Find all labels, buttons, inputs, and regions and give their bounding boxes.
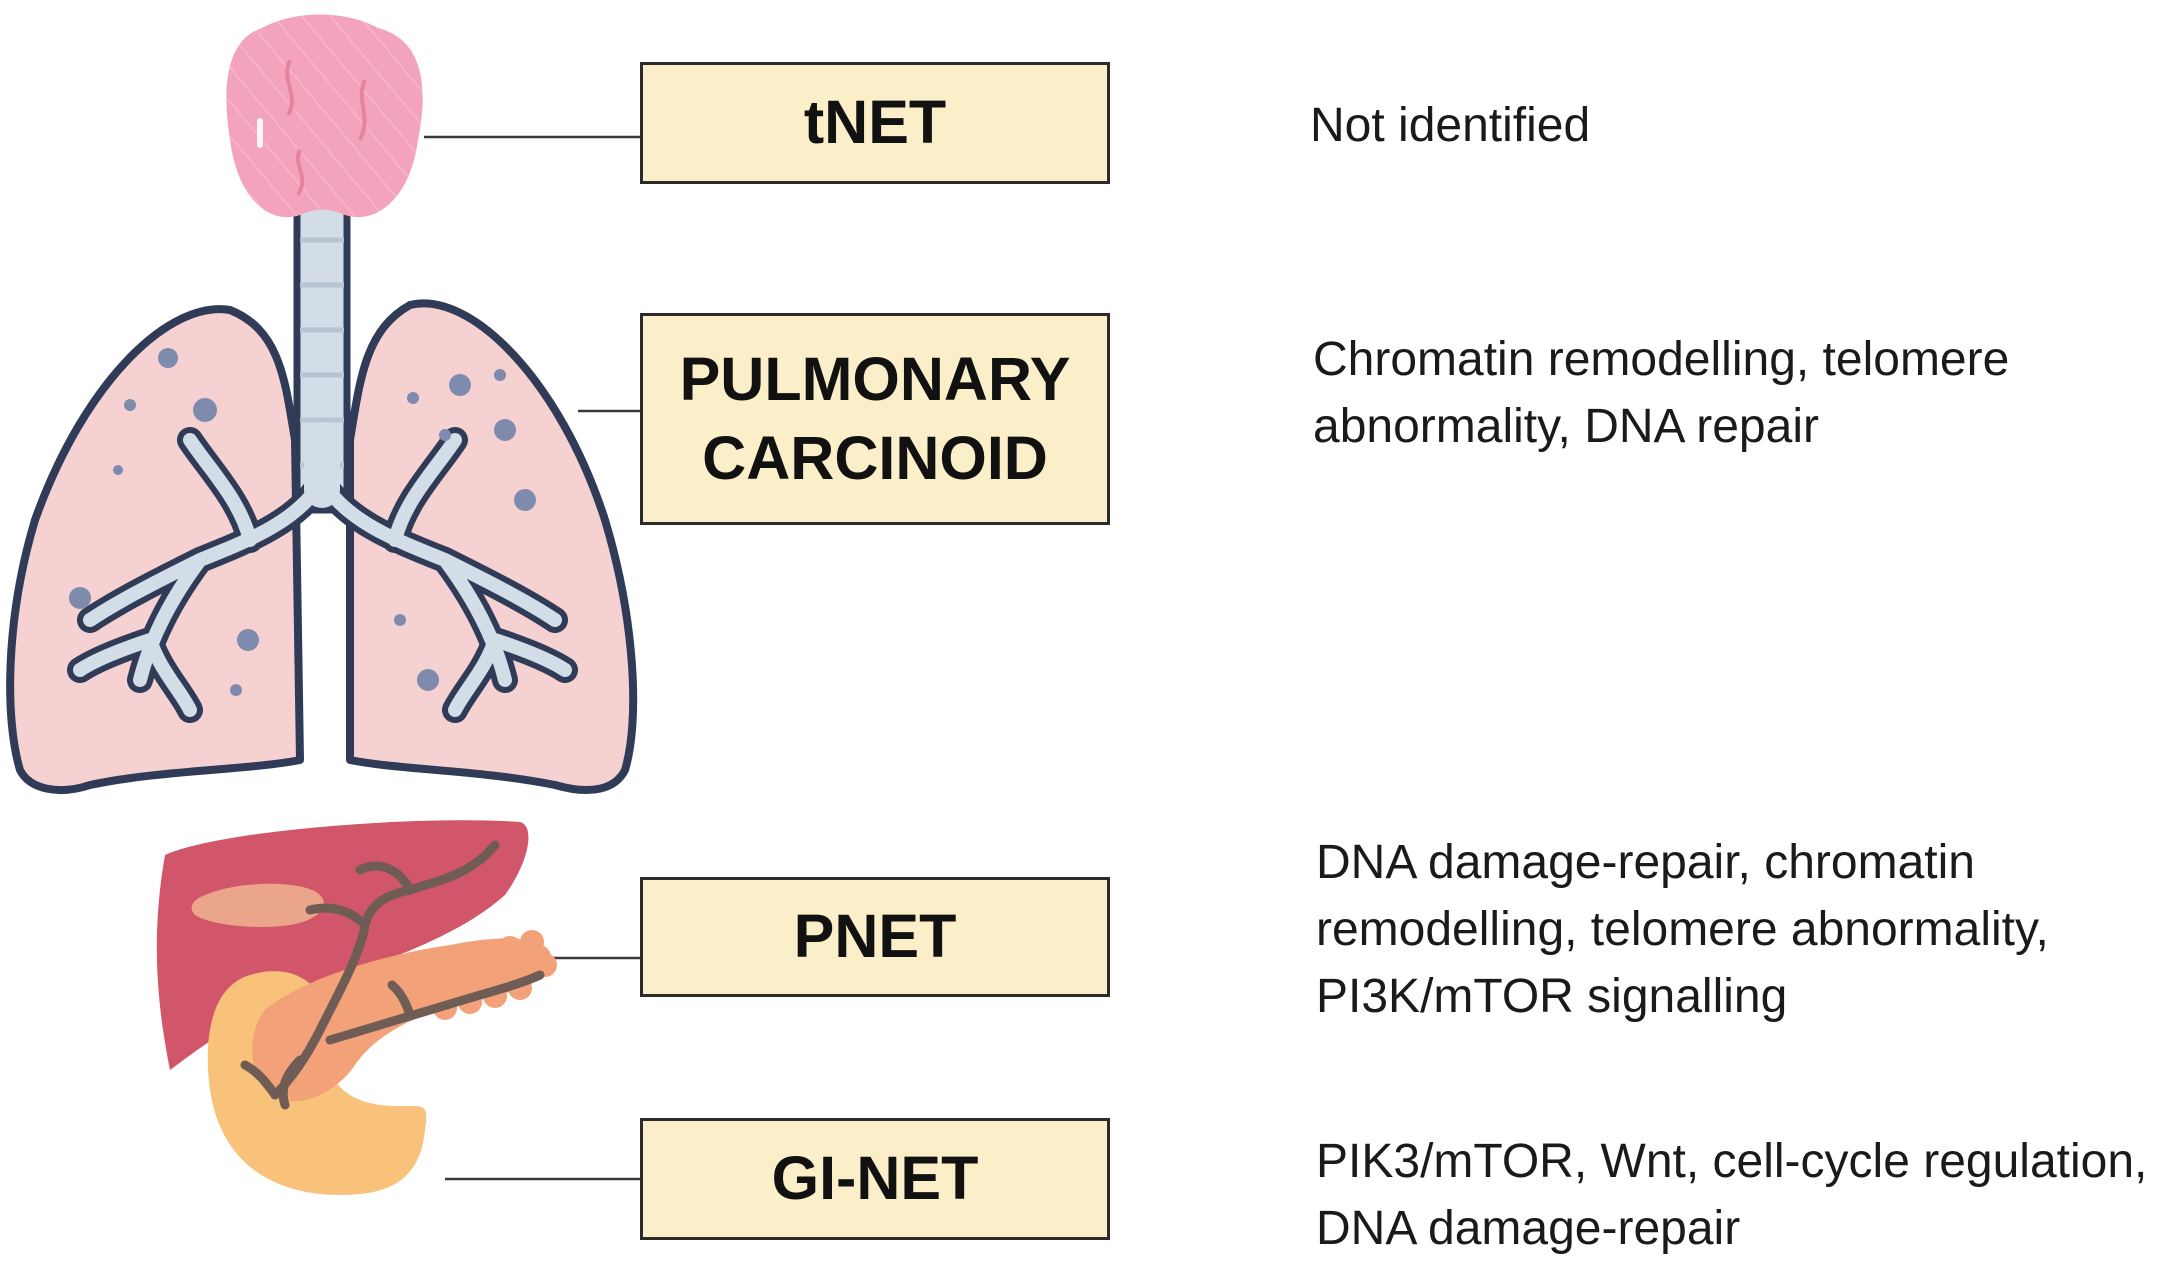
- description-line: DNA damage-repair, chromatin: [1316, 836, 1975, 889]
- label-text: PULMONARY: [679, 344, 1071, 413]
- label-box-gi-net: GI-NET: [640, 1118, 1110, 1240]
- bile-ducts: [240, 840, 545, 1110]
- label-text: tNET: [803, 88, 947, 157]
- lung-spots: [69, 348, 536, 696]
- description-line: DNA damage-repair: [1316, 1202, 1741, 1255]
- lungs: [6, 299, 638, 794]
- description-line: Chromatin remodelling, telomere: [1313, 333, 2010, 386]
- gallbladder: [191, 883, 324, 927]
- description-tnet: Not identified: [1310, 92, 1590, 159]
- description-gi-net: PIK3/mTOR, Wnt, cell-cycle regulation, D…: [1316, 1128, 2147, 1262]
- description-line: PI3K/mTOR signalling: [1316, 970, 1788, 1023]
- label-box-pulmonary-carcinoid: PULMONARY CARCINOID: [640, 313, 1110, 525]
- label-text: GI-NET: [771, 1144, 979, 1213]
- description-pulmonary-carcinoid: Chromatin remodelling, telomere abnormal…: [1313, 326, 2009, 460]
- thyroid: [226, 14, 423, 218]
- description-line: abnormality, DNA repair: [1313, 400, 1819, 453]
- label-box-pnet: PNET: [640, 877, 1110, 997]
- label-text: PNET: [793, 902, 957, 971]
- description-line: Not identified: [1310, 99, 1591, 152]
- description-pnet: DNA damage-repair, chromatin remodelling…: [1316, 829, 2049, 1030]
- label-box-tnet: tNET: [640, 62, 1110, 184]
- connector-lines: [424, 135, 640, 1181]
- description-line: remodelling, telomere abnormality,: [1316, 903, 2049, 956]
- label-text: CARCINOID: [702, 424, 1048, 492]
- description-line: PIK3/mTOR, Wnt, cell-cycle regulation,: [1316, 1135, 2148, 1188]
